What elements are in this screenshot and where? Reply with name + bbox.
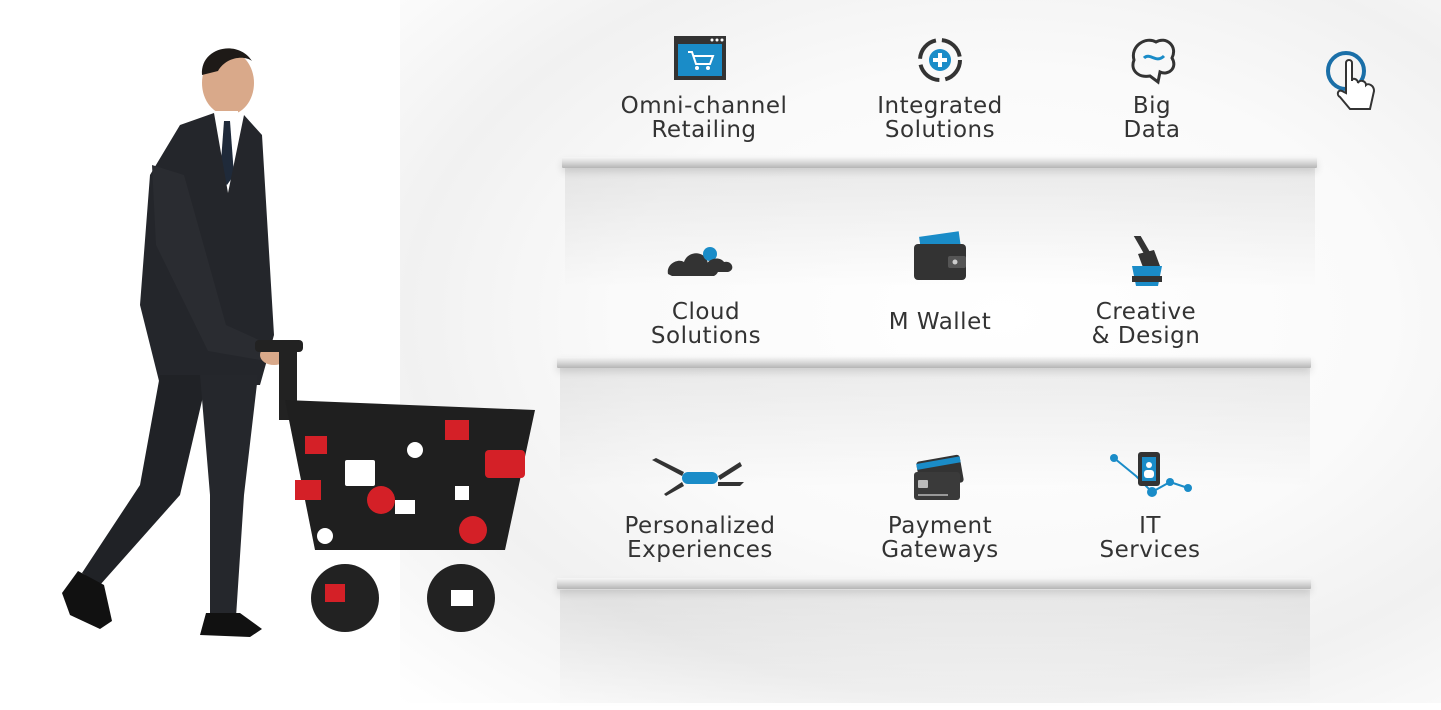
shelf-middle (557, 357, 1311, 368)
service-label: Omni-channel Retailing (620, 93, 788, 143)
businessman-figure (62, 48, 288, 637)
service-payment-gateways[interactable]: Payment Gateways (830, 450, 1050, 562)
service-label: IT Services (1099, 513, 1201, 563)
paintbrush-icon (1130, 236, 1162, 286)
service-label: Integrated Solutions (877, 93, 1003, 143)
service-personalized-experiences[interactable]: Personalized Experiences (590, 450, 810, 562)
service-omni-channel-retailing[interactable]: Omni-channel Retailing (594, 30, 814, 142)
multitool-icon (652, 458, 744, 496)
service-label: Cloud Solutions (650, 299, 762, 349)
brain-icon (1131, 38, 1176, 85)
shelf-shadow-3 (560, 590, 1310, 710)
service-creative-design[interactable]: Creative & Design (1036, 236, 1256, 348)
service-integrated-solutions[interactable]: Integrated Solutions (830, 30, 1050, 142)
shopping-cart-collage-icon (255, 340, 535, 632)
cloud-icon (667, 247, 733, 276)
network-device-icon (1110, 452, 1192, 497)
online-store-cart-icon (674, 36, 726, 80)
shelf-top (562, 157, 1317, 168)
shelf-bottom (557, 578, 1311, 589)
integration-cycle-icon (918, 38, 962, 82)
service-label: Creative & Design (1091, 299, 1201, 349)
service-m-wallet[interactable]: M Wallet (830, 226, 1050, 334)
service-label: Payment Gateways (881, 513, 999, 563)
service-cloud-solutions[interactable]: Cloud Solutions (596, 236, 816, 348)
wallet-icon (914, 231, 966, 280)
service-it-services[interactable]: IT Services (1040, 450, 1260, 562)
service-label: Big Data (1123, 93, 1181, 143)
hand-pointer-icon[interactable] (1322, 45, 1382, 117)
service-label: Personalized Experiences (624, 513, 776, 563)
service-label: M Wallet (888, 309, 992, 335)
service-big-data[interactable]: Big Data (1042, 30, 1262, 142)
credit-cards-icon (914, 454, 964, 500)
